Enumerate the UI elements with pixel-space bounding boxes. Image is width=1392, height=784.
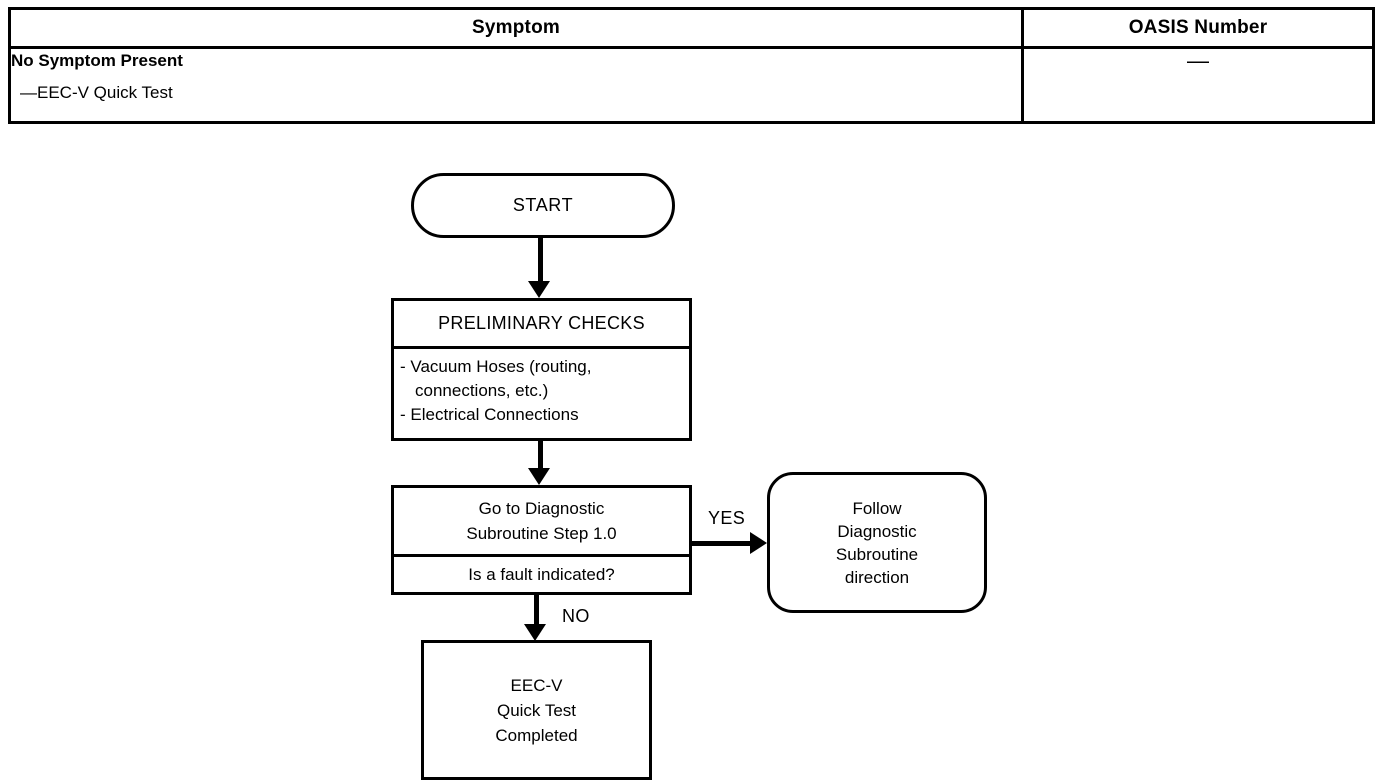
arrowhead-preliminary-to-decision-icon <box>528 468 550 485</box>
arrowhead-start-to-preliminary-icon <box>528 281 550 298</box>
preliminary-checks-body: - Vacuum Hoses (routing, connections, et… <box>394 349 689 438</box>
connector-start-to-preliminary <box>538 238 543 282</box>
preliminary-item-vacuum-hoses-line2: connections, etc.) <box>415 381 549 400</box>
follow-diagnostic-line1: Follow <box>852 498 902 518</box>
flow-node-start-label: START <box>512 195 574 215</box>
table-header-row: Symptom OASIS Number <box>8 7 1375 49</box>
edge-label-yes: YES <box>708 508 746 528</box>
table-row: No Symptom Present —EEC-V Quick Test — <box>8 46 1375 124</box>
preliminary-item-electrical-connections: - Electrical Connections <box>400 405 579 424</box>
follow-diagnostic-line4: direction <box>844 567 910 587</box>
arrowhead-decision-to-complete-icon <box>524 624 546 641</box>
cell-oasis-number: — <box>1021 46 1375 124</box>
cell-symptom: No Symptom Present —EEC-V Quick Test <box>8 46 1024 124</box>
symptom-oasis-table: Symptom OASIS Number No Symptom Present … <box>8 7 1375 124</box>
symptom-detail: —EEC-V Quick Test <box>20 83 173 102</box>
connector-decision-to-follow <box>692 541 752 546</box>
arrowhead-decision-to-follow-icon <box>750 532 767 554</box>
follow-diagnostic-line3: Subroutine <box>835 544 919 564</box>
flow-node-start: START <box>411 173 675 238</box>
column-header-oasis: OASIS Number <box>1021 7 1375 49</box>
flow-node-follow-diagnostic: Follow Diagnostic Subroutine direction <box>767 472 987 613</box>
follow-diagnostic-line2: Diagnostic <box>837 521 917 541</box>
flow-node-decision: Go to Diagnostic Subroutine Step 1.0 Is … <box>391 485 692 595</box>
flow-node-preliminary-checks: PRELIMINARY CHECKS - Vacuum Hoses (routi… <box>391 298 692 441</box>
column-header-symptom: Symptom <box>8 7 1024 49</box>
symptom-title: No Symptom Present <box>11 51 183 70</box>
edge-label-no: NO <box>562 606 590 626</box>
preliminary-checks-header: PRELIMINARY CHECKS <box>394 301 689 349</box>
connector-preliminary-to-decision <box>538 441 543 469</box>
connector-decision-to-complete <box>534 595 539 626</box>
decision-action-line2: Subroutine Step 1.0 <box>466 524 617 543</box>
quick-test-completed-line1: EEC-V <box>510 675 563 695</box>
preliminary-item-vacuum-hoses-line1: - Vacuum Hoses (routing, <box>400 357 592 376</box>
decision-action: Go to Diagnostic Subroutine Step 1.0 <box>394 488 689 557</box>
quick-test-completed-line2: Quick Test <box>496 700 577 720</box>
quick-test-completed-line3: Completed <box>495 725 578 745</box>
decision-question: Is a fault indicated? <box>468 564 615 584</box>
preliminary-item-vacuum-hoses: - Vacuum Hoses (routing, connections, et… <box>400 355 683 403</box>
decision-action-line1: Go to Diagnostic <box>478 499 605 518</box>
flow-node-quick-test-completed: EEC-V Quick Test Completed <box>421 640 652 780</box>
